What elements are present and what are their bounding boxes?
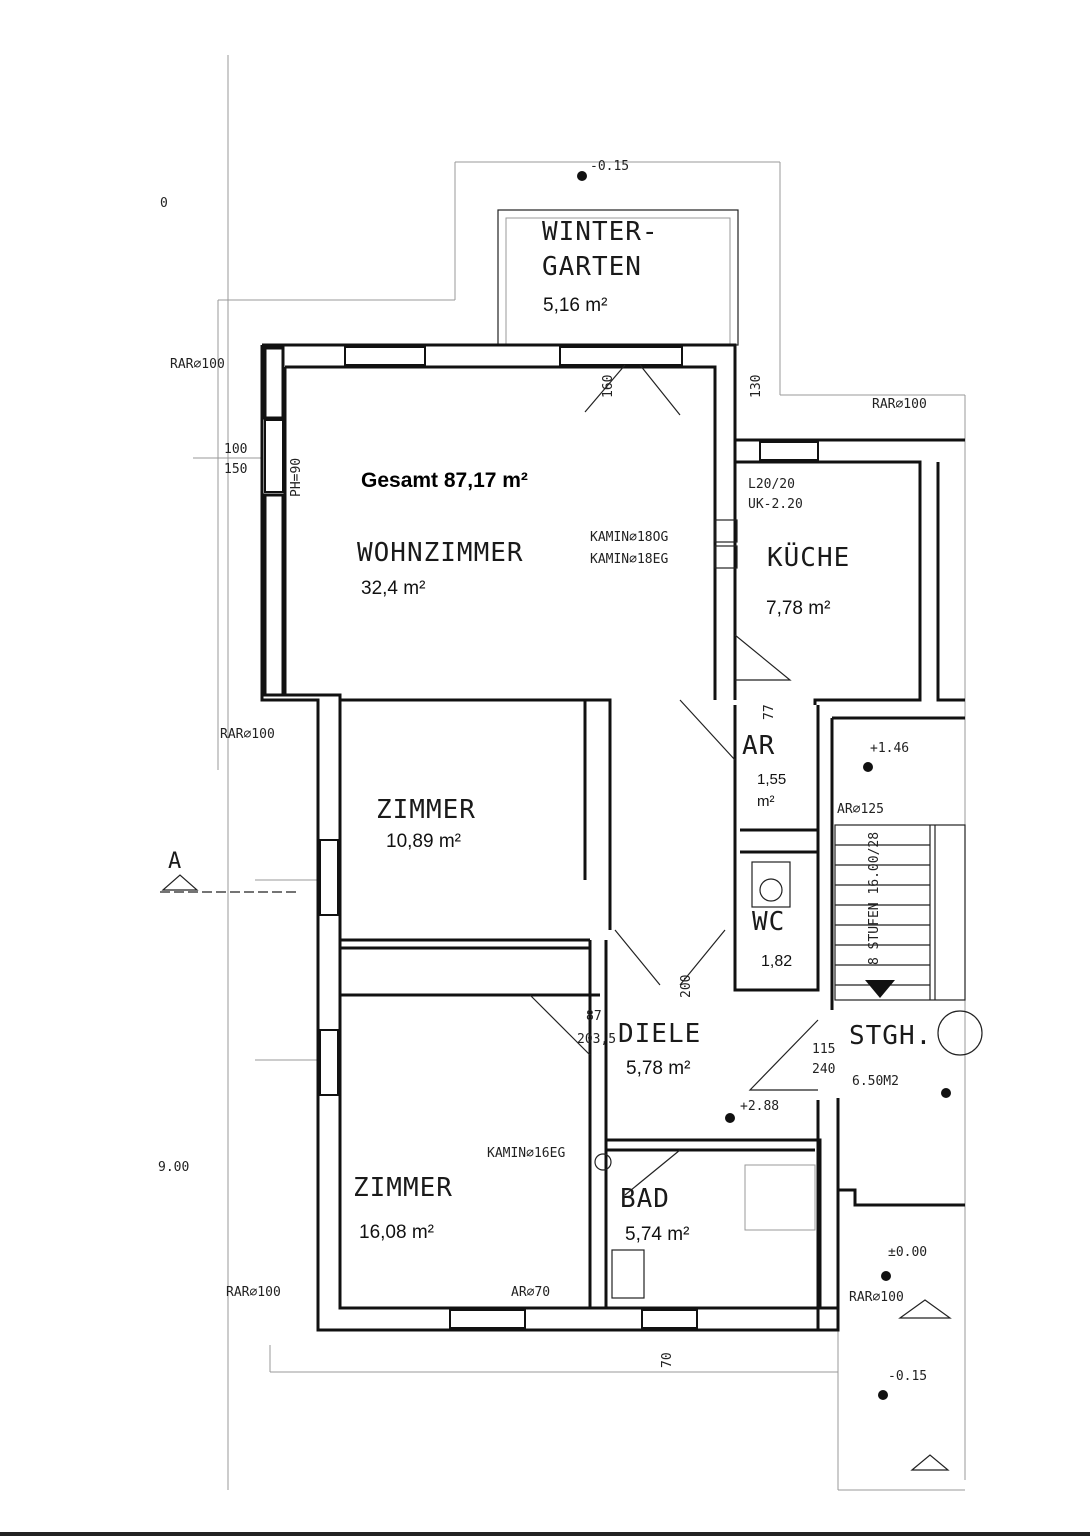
wintergarten-label: WINTER- [542, 217, 659, 247]
dimension-label: 115 [812, 1042, 835, 1057]
zimmer2-label: ZIMMER [353, 1173, 453, 1203]
drain-note: RAR⌀100 [226, 1285, 281, 1300]
dimension-label: 203,5 [577, 1032, 616, 1047]
level-note: -0.15 [888, 1369, 927, 1384]
dimension-label: 70 [660, 1352, 675, 1368]
chimney-icon [714, 519, 738, 543]
dimension-label: 9.00 [158, 1160, 189, 1175]
bathtub-icon [744, 1164, 816, 1231]
stgh-label: STGH. [849, 1021, 932, 1051]
level-note: +2.88 [740, 1099, 779, 1114]
kamin-16-note: KAMIN⌀16EG [487, 1146, 565, 1161]
dimension-label: 100 [224, 442, 247, 457]
zimmer1-area: 10,89 m² [386, 831, 461, 852]
level-note: -0.15 [590, 159, 629, 174]
dimension-label: 150 [224, 462, 247, 477]
zimmer2-area: 16,08 m² [359, 1222, 434, 1243]
zimmer1-label: ZIMMER [376, 795, 476, 825]
dimension-lines [193, 55, 966, 1491]
lintel-height-note: UK-2.20 [748, 497, 803, 512]
wintergarten-area: 5,16 m² [543, 295, 607, 316]
level-note: ±0.00 [888, 1245, 927, 1260]
ar-area-unit: m² [757, 793, 775, 810]
walls [260, 343, 965, 1332]
diele-area: 5,78 m² [626, 1058, 690, 1079]
dimension-label: 77 [762, 704, 777, 720]
wohnzimmer-label: WOHNZIMMER [357, 538, 524, 568]
bottom-border [0, 1532, 1090, 1536]
wintergarten-label: GARTEN [542, 252, 642, 282]
kamin-og-note: KAMIN⌀18OG [590, 530, 668, 545]
drain-note: AR⌀70 [511, 1285, 550, 1300]
wc-label: WC [752, 907, 785, 937]
total-area: Gesamt 87,17 m² [361, 469, 528, 492]
diele-label: DIELE [618, 1019, 701, 1049]
level-note: +1.46 [870, 741, 909, 756]
dimension-label: 130 [749, 375, 764, 398]
fixtures [160, 171, 983, 1471]
kueche-label: KÜCHE [767, 541, 850, 573]
parapet-note: PH=90 [289, 458, 304, 497]
doors [529, 364, 819, 1196]
stgh-area: 6.50M2 [852, 1074, 899, 1089]
stairs [834, 824, 966, 1001]
drain-note: AR⌀125 [837, 802, 884, 817]
kamin-eg-note: KAMIN⌀18EG [590, 552, 668, 567]
windows [264, 346, 819, 1329]
ar-area: 1,55 [757, 771, 786, 788]
kueche-area: 7,78 m² [766, 598, 830, 619]
drain-note: RAR⌀100 [872, 397, 927, 412]
dimension-label: 160 [601, 375, 616, 398]
bad-label: BAD [620, 1184, 670, 1214]
lintel-note: L20/20 [748, 477, 795, 492]
section-marker: A [168, 849, 182, 874]
toilet-icon [751, 861, 791, 908]
bad-area: 5,74 m² [625, 1224, 689, 1245]
wohnzimmer-area: 32,4 m² [361, 578, 425, 599]
stairs-note: 8 STUFEN 16.00/28 [867, 832, 882, 965]
dimension-label: 87 [586, 1009, 602, 1024]
dimension-label: 0 [160, 196, 168, 211]
ar-label: AR [742, 731, 775, 761]
drain-note: RAR⌀100 [220, 727, 275, 742]
chimney-icon [714, 545, 738, 569]
sink-icon [611, 1249, 645, 1299]
drain-note: RAR⌀100 [849, 1290, 904, 1305]
chimney-icon [594, 1153, 612, 1171]
drain-note: RAR⌀100 [170, 357, 225, 372]
dimension-label: 200 [679, 975, 694, 998]
wc-area: 1,82 [761, 953, 792, 970]
dimension-label: 240 [812, 1062, 835, 1077]
